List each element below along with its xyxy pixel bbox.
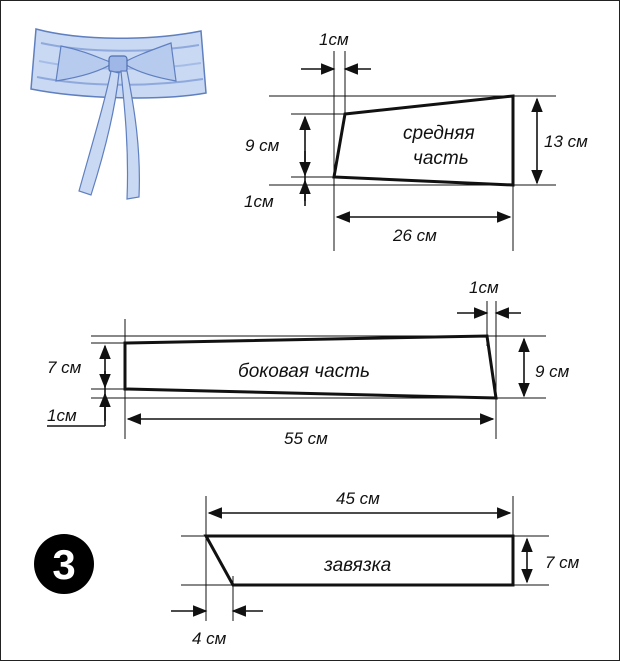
middle-dim-top-offset: 1см (319, 30, 349, 49)
middle-dim-bottom-offset: 1см (244, 192, 274, 211)
middle-dim-length: 26 см (392, 226, 437, 245)
step-number: 3 (52, 541, 75, 588)
middle-part-outline (332, 94, 515, 187)
middle-dim-right-height: 13 см (544, 132, 588, 151)
side-dim-left-height: 7 см (47, 358, 82, 377)
side-dim-length: 55 см (284, 429, 328, 448)
side-dim-right-height: 9 см (535, 362, 570, 381)
belt-with-bow-icon (30, 28, 207, 200)
side-part-pattern: 1см 7 см 1см 9 см 55 см боковая часть (47, 278, 570, 448)
middle-part-name-line2: часть (413, 148, 469, 169)
tie-outline (203, 534, 515, 587)
side-dim-top-offset: 1см (469, 278, 499, 297)
step-badge: 3 (34, 534, 94, 594)
middle-dim-left-height: 9 см (245, 136, 280, 155)
tie-dim-height: 7 см (545, 553, 580, 572)
tie-dim-bevel: 4 см (192, 629, 227, 648)
middle-part-name-line1: средняя (403, 123, 475, 144)
side-part-outline (123, 334, 498, 400)
tie-dim-length: 45 см (336, 489, 380, 508)
tie-name: завязка (323, 555, 391, 576)
tie-pattern: 45 см 7 см 4 см завязка (171, 489, 580, 648)
side-part-name: боковая часть (238, 361, 370, 382)
middle-part-pattern: 1см 9 см 1см 13 см 26 см средняя часть (244, 30, 588, 251)
side-dim-bottom-offset: 1см (47, 406, 77, 425)
